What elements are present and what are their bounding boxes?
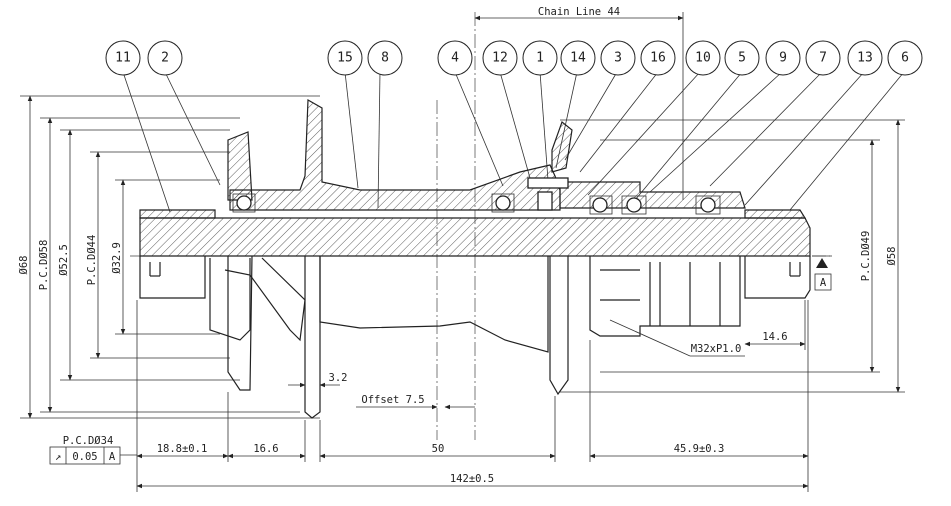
balloon-10-label: 10 — [695, 51, 711, 66]
dim-dia-32-9: Ø32.9 — [111, 242, 123, 274]
balloon-15: 15 — [327, 40, 363, 76]
hub-section-upper — [139, 98, 811, 257]
chain-line-label: Chain Line 44 — [538, 6, 620, 18]
tolerance-value: 0.05 — [72, 451, 97, 463]
balloon-1: 1 — [522, 40, 558, 76]
balloon-10: 10 — [685, 40, 721, 76]
balloon-14-label: 14 — [570, 51, 586, 66]
datum-a-marker: A — [812, 255, 832, 291]
dim-pcd-49: P.C.DØ49 — [860, 231, 872, 282]
offset-dimension: Offset 7.5 — [356, 394, 475, 410]
balloon-15-label: 15 — [337, 51, 353, 66]
balloon-14: 14 — [560, 40, 596, 76]
balloon-12-label: 12 — [492, 51, 508, 66]
balloon-9: 9 — [765, 40, 801, 76]
balloon-7: 7 — [805, 40, 841, 76]
balloon-13-label: 13 — [857, 51, 873, 66]
flange-thickness-dimension: 3.2 — [288, 372, 348, 388]
dim-dia-52-5: Ø52.5 — [58, 244, 70, 276]
dim-45-9-label: 45.9±0.3 — [674, 443, 725, 455]
dim-pcd-58: P.C.DØ58 — [38, 240, 50, 291]
balloon-11: 11 — [105, 40, 141, 76]
balloon-4: 4 — [437, 40, 473, 76]
datum-a-label: A — [820, 277, 827, 289]
balloon-8-label: 8 — [381, 51, 389, 66]
balloon-4-label: 4 — [451, 51, 459, 66]
balloon-12: 12 — [482, 40, 518, 76]
len-14-6-dimension: 14.6 — [744, 300, 806, 350]
dim-dia-58: Ø58 — [886, 247, 898, 266]
chain-line-dimension: Chain Line 44 — [474, 6, 684, 200]
dim-16-6-label: 16.6 — [253, 443, 278, 455]
runout-tolerance-frame: P.C.DØ34 ↗ 0.05 A — [49, 435, 137, 465]
hub-outline-lower — [139, 255, 811, 419]
dim-overall-label: 142±0.5 — [450, 473, 494, 485]
balloon-5-label: 5 — [738, 51, 746, 66]
right-diameter-dimensions: P.C.DØ49 Ø58 — [860, 119, 901, 393]
balloon-7-label: 7 — [819, 51, 827, 66]
offset-label: Offset 7.5 — [361, 394, 424, 406]
dim-50-label: 50 — [432, 443, 445, 455]
balloon-9-label: 9 — [779, 51, 787, 66]
left-diameter-dimensions: Ø68 P.C.DØ58 Ø52.5 P.C.DØ44 Ø32.9 — [18, 95, 126, 419]
balloon-6-label: 6 — [901, 51, 909, 66]
len-14-6-label: 14.6 — [762, 331, 787, 343]
tolerance-title: P.C.DØ34 — [63, 435, 114, 447]
dim-18-8-label: 18.8±0.1 — [157, 443, 208, 455]
bottom-dimensions: 18.8±0.1 16.6 50 45.9±0.3 142±0.5 — [136, 300, 809, 492]
balloon-16-label: 16 — [650, 51, 666, 66]
balloon-2-label: 2 — [161, 51, 169, 66]
balloon-16: 16 — [640, 40, 676, 76]
runout-icon: ↗ — [55, 451, 61, 463]
balloon-13: 13 — [847, 40, 883, 76]
balloon-1-label: 1 — [536, 51, 544, 66]
tolerance-datum: A — [109, 451, 116, 463]
balloon-8: 8 — [367, 40, 403, 76]
balloon-6: 6 — [887, 40, 923, 76]
dim-pcd-44: P.C.DØ44 — [86, 235, 98, 286]
balloon-5: 5 — [724, 40, 760, 76]
dim-dia-68: Ø68 — [18, 256, 30, 275]
balloon-3-label: 3 — [614, 51, 622, 66]
thread-callout: M32xP1.0 — [609, 319, 745, 357]
leader-lines — [122, 71, 905, 213]
thread-label: M32xP1.0 — [691, 343, 742, 355]
flange-thickness-label: 3.2 — [329, 372, 348, 384]
balloon-3: 3 — [600, 40, 636, 76]
balloon-11-label: 11 — [115, 51, 131, 66]
balloon-2: 2 — [147, 40, 183, 76]
